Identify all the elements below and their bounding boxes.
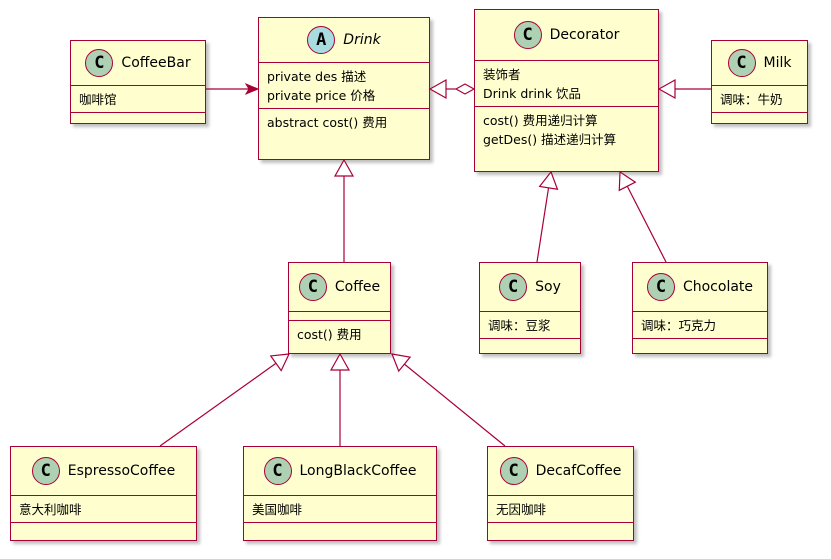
class-fields [289, 311, 390, 320]
class-methods [633, 338, 767, 347]
class-member: cost() 费用 [297, 327, 362, 342]
class-methods [11, 522, 196, 531]
class-coffee-bar: C CoffeeBar 咖啡馆 [70, 40, 206, 124]
class-member: 调味：巧克力 [641, 318, 717, 333]
inheritance-triangle-icon [657, 78, 676, 100]
class-member: 调味：豆浆 [488, 318, 551, 333]
class-header: C Chocolate [633, 263, 767, 311]
inheritance-triangle-icon [333, 158, 355, 177]
class-name: Chocolate [682, 279, 754, 295]
class-badge-icon: C [263, 457, 292, 485]
class-chocolate: C Chocolate 调味：巧克力 [632, 262, 768, 354]
class-member: Drink drink 饮品 [483, 86, 582, 101]
class-drink: A Drink private des 描述 private price 价格 abst… [258, 17, 430, 160]
class-methods: cost() 费用 [289, 320, 390, 347]
class-name: DecafCoffee [535, 463, 622, 479]
class-name: Coffee [334, 279, 381, 295]
class-espresso-coffee: C EspressoCoffee 意大利咖啡 [10, 446, 197, 541]
class-name: Decorator [549, 27, 620, 43]
class-badge-icon: C [727, 49, 756, 77]
association-arrowhead-icon [244, 82, 260, 96]
class-member: cost() 费用递归计算 [483, 113, 598, 128]
class-header: C CoffeeBar [71, 41, 205, 85]
class-methods: abstract cost() 费用 [259, 108, 429, 135]
class-header: C LongBlackCoffee [244, 447, 436, 495]
class-badge-icon: C [31, 457, 60, 485]
class-coffee: C Coffee cost() 费用 [288, 262, 391, 354]
class-member: 调味：牛奶 [720, 92, 783, 107]
class-fields: 美国咖啡 [244, 495, 436, 522]
class-decorator: C Decorator 装饰者 Drink drink 饮品 cost() 费用递归计算… [474, 9, 659, 172]
inheritance-line-decaf-coffee [404, 363, 506, 447]
class-soy: C Soy 调味：豆浆 [479, 262, 581, 354]
class-member: 无因咖啡 [496, 502, 547, 517]
class-methods: cost() 费用递归计算 getDes() 描述递归计算 [475, 106, 658, 152]
inheritance-triangle-icon [269, 353, 290, 372]
class-milk: C Milk 调味：牛奶 [711, 40, 808, 124]
class-header: C EspressoCoffee [11, 447, 196, 495]
class-header: C DecafCoffee [488, 447, 633, 495]
class-member: 意大利咖啡 [19, 502, 82, 517]
class-fields: 意大利咖啡 [11, 495, 196, 522]
class-name: EspressoCoffee [67, 463, 176, 479]
inheritance-triangle-icon [329, 352, 351, 371]
class-fields: 调味：豆浆 [480, 311, 580, 338]
class-header: C Decorator [475, 10, 658, 60]
class-badge-icon: C [646, 273, 675, 301]
class-header: C Milk [712, 41, 807, 85]
class-fields: 装饰者 Drink drink 饮品 [475, 60, 658, 106]
class-decaf-coffee: C DecafCoffee 无因咖啡 [487, 446, 634, 541]
class-header: A Drink [259, 18, 429, 62]
class-fields: 调味：牛奶 [712, 85, 807, 112]
class-member: getDes() 描述递归计算 [483, 132, 617, 147]
class-name: Milk [763, 55, 792, 71]
class-methods [712, 112, 807, 121]
class-fields: 无因咖啡 [488, 495, 633, 522]
class-member: private price 价格 [267, 88, 376, 103]
class-name: Soy [535, 279, 561, 295]
class-member: abstract cost() 费用 [267, 115, 388, 130]
inheritance-triangle-icon [618, 170, 637, 192]
class-badge-icon: C [499, 457, 528, 485]
inheritance-line-espresso-coffee [159, 362, 277, 447]
class-badge-icon: C [298, 273, 327, 301]
class-fields: private des 描述 private price 价格 [259, 62, 429, 108]
class-header: C Coffee [289, 263, 390, 311]
abstract-class-badge-icon: A [307, 26, 336, 54]
class-name: LongBlackCoffee [299, 463, 417, 479]
class-methods [480, 338, 580, 347]
class-fields: 咖啡馆 [71, 85, 205, 112]
class-methods [244, 522, 436, 531]
class-member: 装饰者 [483, 67, 521, 82]
class-badge-icon: C [499, 273, 528, 301]
inheritance-line-soy-decorator [536, 187, 550, 263]
class-long-black-coffee: C LongBlackCoffee 美国咖啡 [243, 446, 437, 541]
class-fields: 调味：巧克力 [633, 311, 767, 338]
class-member: 咖啡馆 [79, 92, 117, 107]
inheritance-line-chocolate-decorator [626, 185, 667, 263]
class-methods [488, 522, 633, 531]
class-badge-icon: C [85, 49, 114, 77]
class-badge-icon: C [513, 21, 542, 49]
class-header: C Soy [480, 263, 580, 311]
class-name: CoffeeBar [121, 55, 191, 71]
inheritance-triangle-icon [428, 78, 447, 100]
class-member: 美国咖啡 [252, 502, 303, 517]
class-member: private des 描述 [267, 69, 367, 84]
aggregation-diamond-icon [454, 83, 476, 95]
class-name: Drink [343, 32, 381, 48]
class-methods [71, 112, 205, 121]
inheritance-triangle-icon [391, 353, 412, 373]
inheritance-triangle-icon [538, 170, 559, 190]
